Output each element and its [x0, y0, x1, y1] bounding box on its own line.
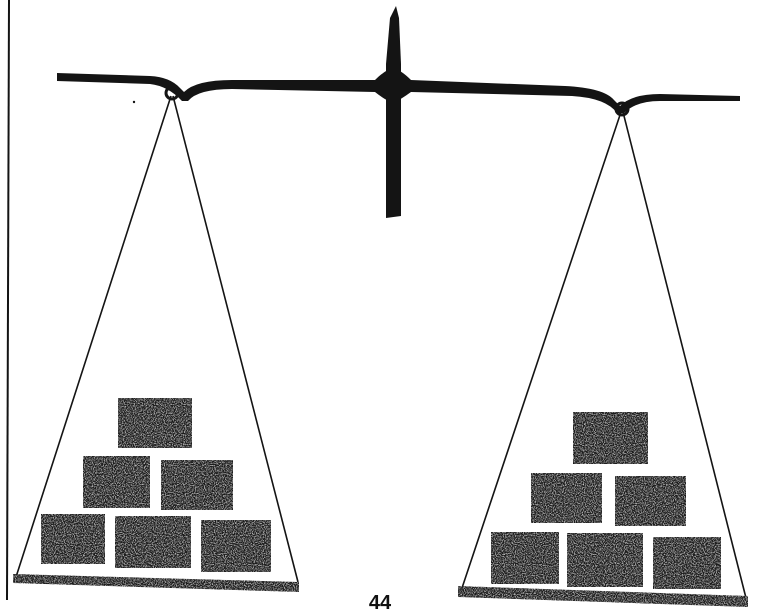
left-block-top	[118, 398, 192, 448]
scan-speck	[133, 101, 135, 103]
page-number: 44	[355, 593, 405, 613]
right-block-bottom-2	[567, 533, 643, 587]
scale-pointer	[386, 6, 401, 218]
page-margin-line	[7, 0, 9, 600]
left-pan-plate	[13, 574, 299, 592]
right-block-middle-2	[615, 476, 686, 526]
left-block-bottom-2	[115, 516, 191, 568]
left-pan-blocks	[41, 398, 271, 572]
right-pan-plate	[458, 586, 748, 607]
right-block-bottom-3	[653, 537, 721, 589]
left-block-bottom-3	[201, 520, 271, 572]
left-block-middle-1	[83, 456, 150, 508]
right-block-top	[573, 412, 648, 464]
left-block-middle-2	[161, 460, 233, 510]
right-block-bottom-1	[491, 532, 559, 584]
left-block-bottom-1	[41, 514, 105, 564]
right-block-middle-1	[531, 473, 602, 523]
scale-pivot	[381, 71, 407, 97]
right-pan-blocks	[491, 412, 721, 589]
